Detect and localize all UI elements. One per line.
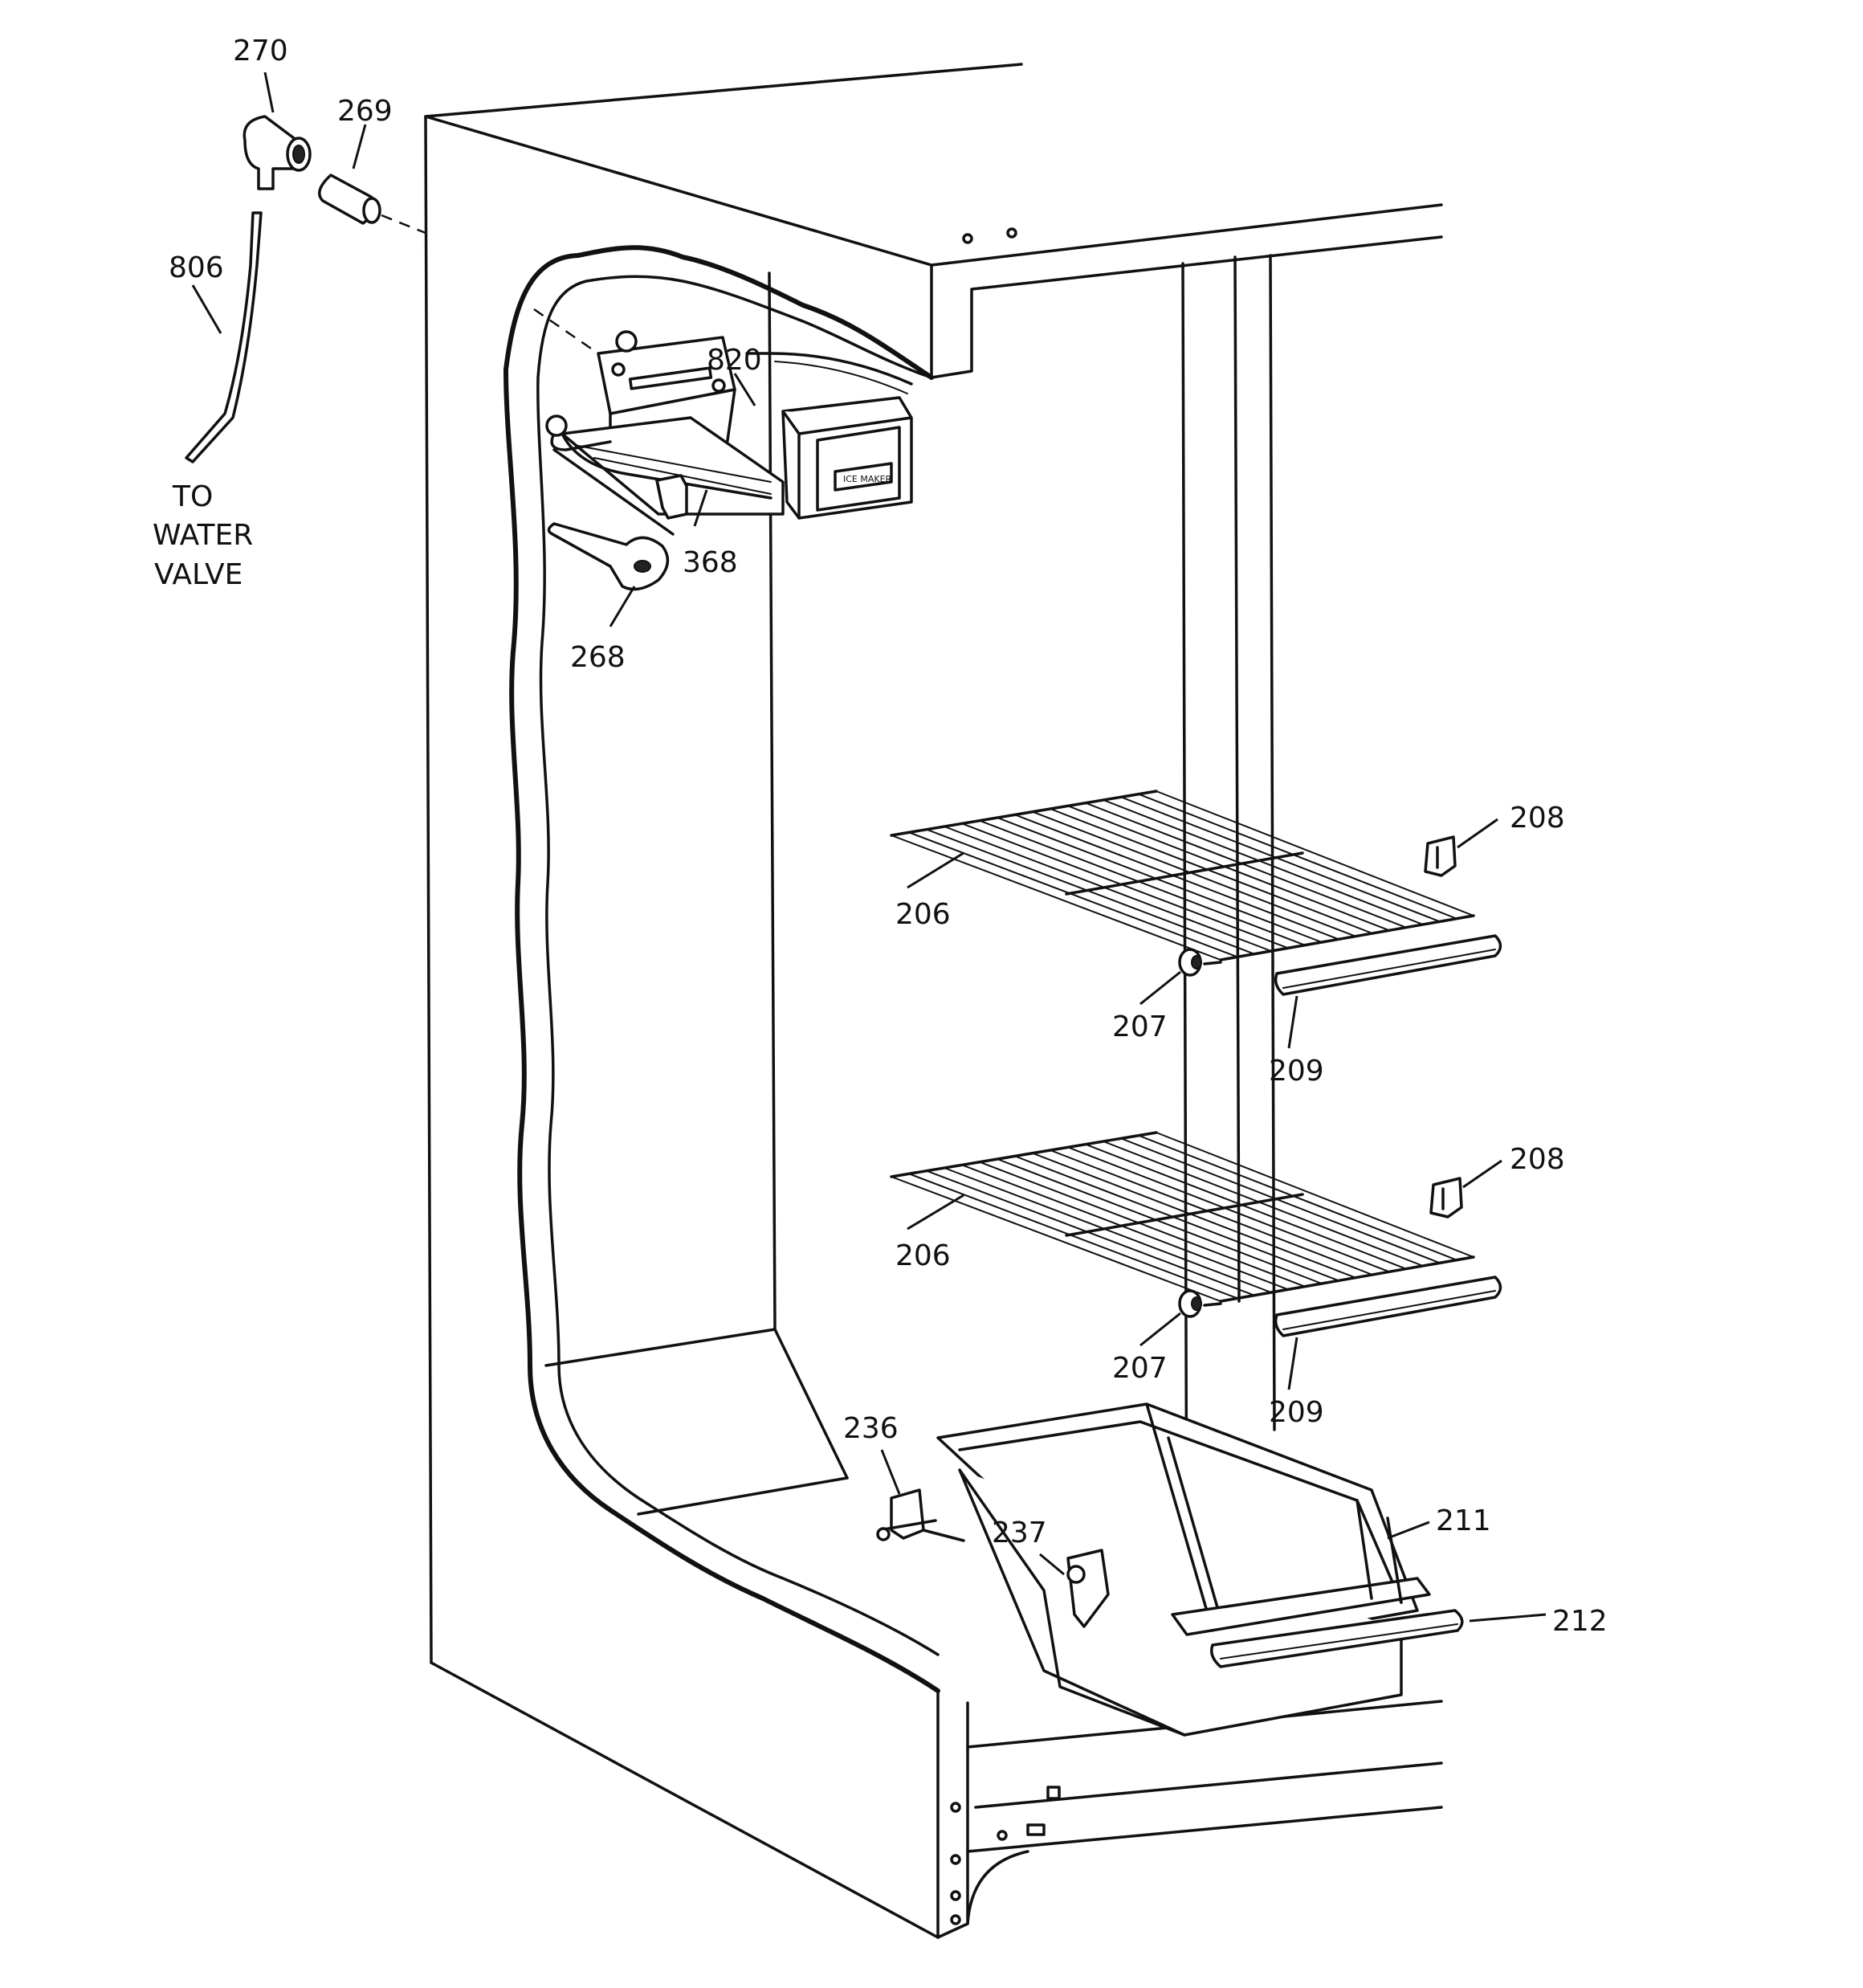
- shelf-wire-rod: [908, 1173, 1238, 1300]
- crisper-bin-211: [936, 1402, 1431, 1737]
- label-207-lower: 207: [1112, 1352, 1168, 1385]
- shelf-wire-rod: [944, 1167, 1272, 1293]
- label-269: 269: [337, 95, 393, 128]
- label-806: 806: [169, 251, 224, 284]
- shelf-wire-rod: [1103, 799, 1424, 925]
- bin-trim-212: [1210, 1609, 1464, 1668]
- label-209-upper: 209: [1269, 1055, 1324, 1088]
- label-270: 270: [233, 35, 288, 67]
- label-208-upper: 208: [1510, 802, 1565, 835]
- shelf-clip-208-lower: [1429, 1177, 1463, 1219]
- label-268: 268: [570, 641, 626, 674]
- icemaker-820: ICE MAKER: [545, 330, 913, 520]
- shelf-wire-rod: [961, 823, 1289, 949]
- shelf-wire-rod: [1085, 1143, 1407, 1270]
- shelf-wire-rod: [944, 826, 1272, 952]
- label-212: 212: [1552, 1605, 1608, 1638]
- label-368: 368: [683, 546, 738, 579]
- label-207-upper: 207: [1112, 1010, 1168, 1043]
- shelf-wire-rod: [891, 1176, 1221, 1302]
- shelf-wire-rod: [926, 828, 1255, 955]
- leader-lines: [191, 71, 1547, 1623]
- shelf-support-207-lower: [1178, 1289, 1222, 1318]
- shelf-wire-rod: [961, 1164, 1289, 1291]
- label-209-lower: 209: [1269, 1396, 1324, 1429]
- wire-shelf-lower: [890, 1131, 1475, 1303]
- shelf-trim-209-upper: [1274, 934, 1502, 996]
- shelf-support-207-upper: [1178, 948, 1222, 977]
- wire-shelf-upper: [890, 790, 1475, 961]
- shelf-wire-rod: [1103, 1141, 1424, 1267]
- water-line-806: [185, 211, 263, 463]
- shelf-wire-rod: [997, 1158, 1323, 1284]
- shelf-wire-rod: [1014, 1155, 1339, 1282]
- shelf-wire-rod: [979, 1161, 1306, 1288]
- bracket-368: [655, 474, 688, 520]
- shelf-wire-rod: [1120, 796, 1441, 923]
- shelf-wire-rod: [1050, 1149, 1373, 1276]
- shelf-wire-rod: [908, 831, 1238, 958]
- label-206-lower: 206: [895, 1239, 951, 1272]
- shelf-wire-rod: [1050, 808, 1373, 934]
- shelf-trim-209-lower: [1274, 1276, 1502, 1337]
- label-208-lower: 208: [1510, 1143, 1565, 1176]
- shelf-wire-rod: [1032, 1152, 1356, 1279]
- shelf-clip-208-upper: [1424, 835, 1457, 877]
- label-237: 237: [992, 1517, 1047, 1549]
- shelf-wire-rod: [997, 817, 1323, 943]
- shelf-wire-rod: [1138, 1134, 1457, 1261]
- label-to: TO: [172, 480, 213, 513]
- shelf-wire-rod: [1120, 1137, 1441, 1264]
- cabinet: [424, 63, 1443, 1939]
- harness-268: [547, 522, 670, 591]
- icemaker-panel-text: ICE MAKER: [843, 474, 892, 484]
- label-236: 236: [843, 1412, 899, 1445]
- label-206-upper: 206: [895, 898, 951, 931]
- label-valve: VALVE: [154, 558, 243, 591]
- shelf-wire-rod: [891, 835, 1221, 961]
- shelf-wire-rod: [1067, 805, 1390, 932]
- shelf-wire-rod: [1032, 810, 1356, 937]
- callout-labels: 270 269 806 TO WATER VALVE 820 368 268 2…: [153, 35, 1608, 1638]
- shelf-wire-rod: [1085, 802, 1407, 929]
- shelf-wire-rod: [1067, 1146, 1390, 1273]
- shelf-wire-rod: [1156, 1132, 1474, 1258]
- shelf-wire-rod: [926, 1170, 1255, 1296]
- label-water: WATER: [153, 519, 253, 552]
- shelf-wire-rod: [1014, 814, 1339, 941]
- label-820: 820: [707, 344, 762, 377]
- shelf-wire-rod: [1138, 793, 1457, 920]
- shelf-wire-rod: [1156, 790, 1474, 916]
- bin-latch-237: [1066, 1549, 1110, 1628]
- drawer-slide-236: [876, 1488, 965, 1542]
- shelf-wire-rod: [979, 819, 1306, 946]
- water-fitting-elbow-270: [243, 115, 312, 190]
- label-211: 211: [1436, 1504, 1491, 1537]
- tube-segment-269: [318, 173, 381, 225]
